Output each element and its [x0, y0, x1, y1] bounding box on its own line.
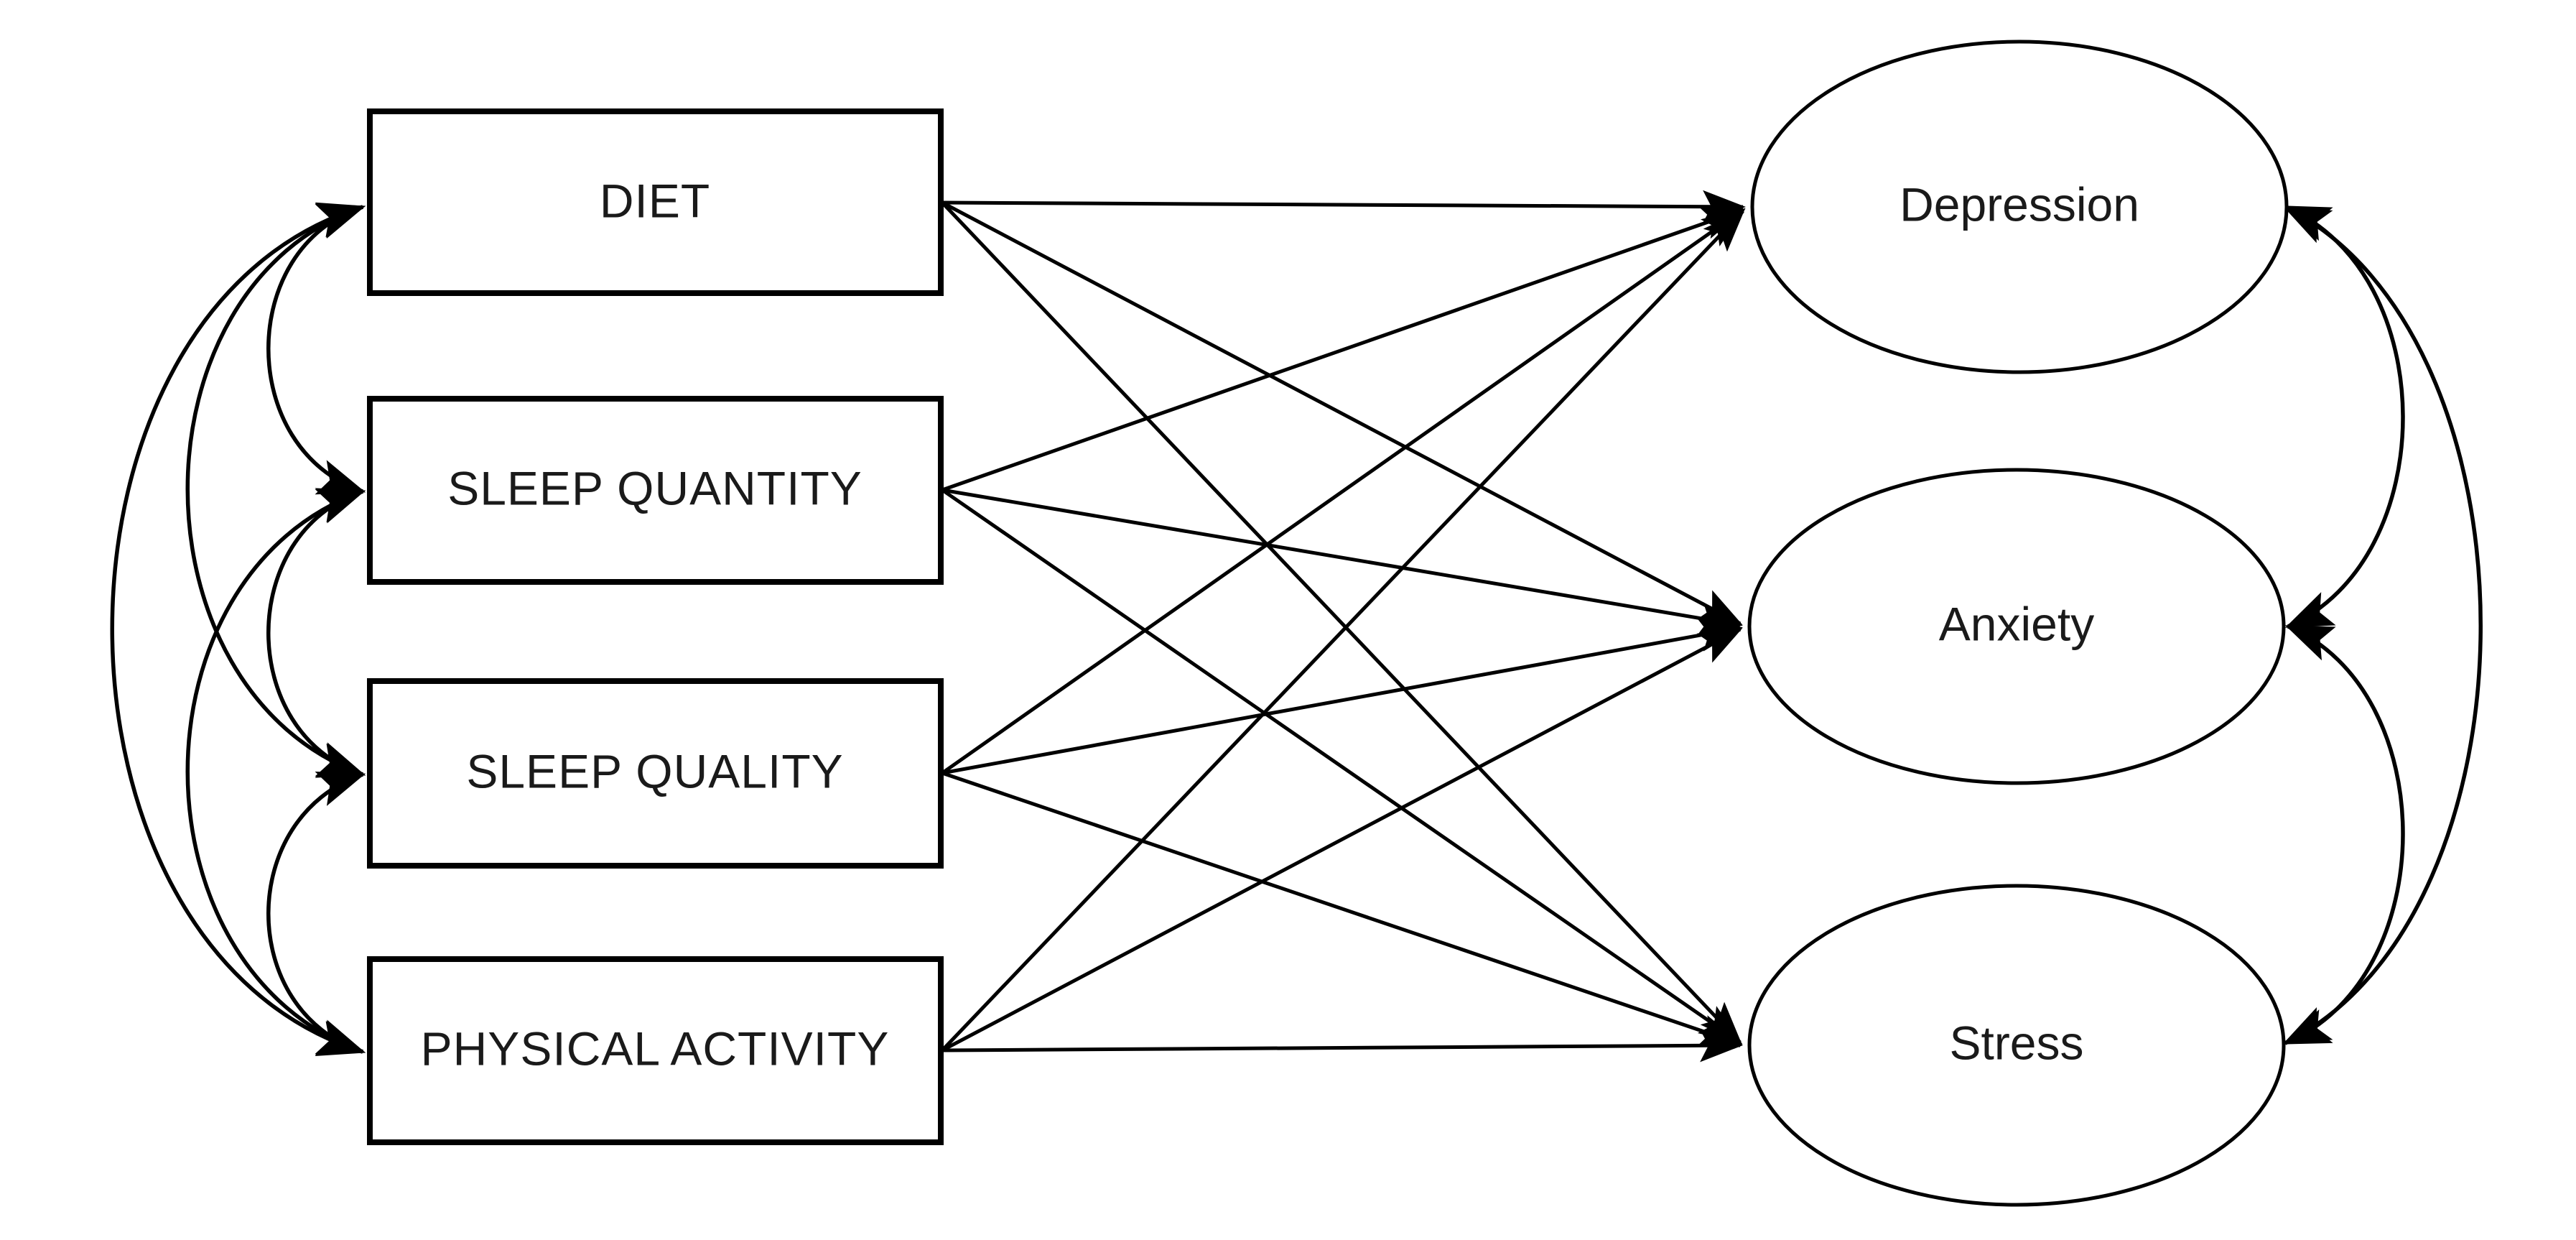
node-anxiety[interactable]: Anxiety [1747, 468, 2286, 785]
path-sleep-quantity-to-stress[interactable] [941, 488, 1743, 1045]
corr-diet-sleep-quality[interactable] [185, 204, 366, 777]
sleep-quantity-box[interactable] [367, 396, 944, 585]
diet-label: DIET [600, 174, 710, 227]
corr-sleep-quality-physical-activity[interactable] [266, 772, 366, 1055]
depression-label: Depression [1900, 177, 2139, 231]
path-physical-activity-to-anxiety[interactable] [941, 627, 1743, 1052]
corr-depression-anxiety[interactable] [2282, 205, 2405, 629]
path-sleep-quality-to-stress[interactable] [941, 771, 1743, 1047]
path-sleep-quantity-to-anxiety[interactable] [941, 488, 1743, 635]
node-sleep-quality[interactable]: SLEEP QUALITY [367, 678, 944, 869]
path-sleep-quality-to-depression[interactable] [941, 208, 1746, 775]
path-diet-to-depression[interactable] [941, 190, 1746, 223]
node-stress[interactable]: Stress [1747, 884, 2286, 1207]
outcome-nodes-group: Depression Anxiety Stress [1747, 40, 2289, 1207]
path-physical-activity-to-stress[interactable] [941, 1029, 1743, 1063]
anxiety-label: Anxiety [1939, 597, 2094, 650]
physical-activity-label: PHYSICAL ACTIVITY [421, 1022, 890, 1075]
physical-activity-box[interactable] [367, 956, 944, 1145]
outcome-correlation-arcs-group [2282, 205, 2483, 1045]
diet-box[interactable] [367, 108, 944, 296]
predictor-nodes-group: DIET SLEEP QUANTITY SLEEP QUALITY PHYSIC… [367, 108, 944, 1145]
corr-sleep-quantity-physical-activity[interactable] [185, 489, 366, 1055]
direct-paths-group [941, 190, 1746, 1063]
predictor-correlation-arcs-group [110, 202, 366, 1056]
path-sleep-quality-to-anxiety[interactable] [941, 619, 1743, 775]
sleep-quality-box[interactable] [367, 678, 944, 869]
sleep-quality-label: SLEEP QUALITY [466, 744, 843, 797]
corr-anxiety-stress[interactable] [2282, 624, 2405, 1045]
node-depression[interactable]: Depression [1750, 40, 2289, 374]
corr-diet-physical-activity[interactable] [110, 202, 366, 1056]
stress-label: Stress [1949, 1016, 2083, 1069]
corr-diet-sleep-quantity[interactable] [266, 203, 366, 495]
node-diet[interactable]: DIET [367, 108, 944, 296]
path-physical-activity-to-depression[interactable] [941, 209, 1745, 1052]
node-sleep-quantity[interactable]: SLEEP QUANTITY [367, 396, 944, 585]
depression-ellipse[interactable] [1750, 40, 2289, 374]
anxiety-ellipse[interactable] [1747, 468, 2286, 785]
path-diet-to-stress[interactable] [941, 201, 1742, 1045]
corr-sleep-quantity-sleep-quality[interactable] [266, 488, 366, 778]
path-sleep-quantity-to-depression[interactable] [941, 207, 1746, 492]
stress-ellipse[interactable] [1747, 884, 2286, 1207]
node-physical-activity[interactable]: PHYSICAL ACTIVITY [367, 956, 944, 1145]
path-diet-to-anxiety[interactable] [941, 200, 1743, 626]
corr-depression-stress[interactable] [2282, 205, 2483, 1045]
sleep-quantity-label: SLEEP QUANTITY [447, 461, 862, 514]
